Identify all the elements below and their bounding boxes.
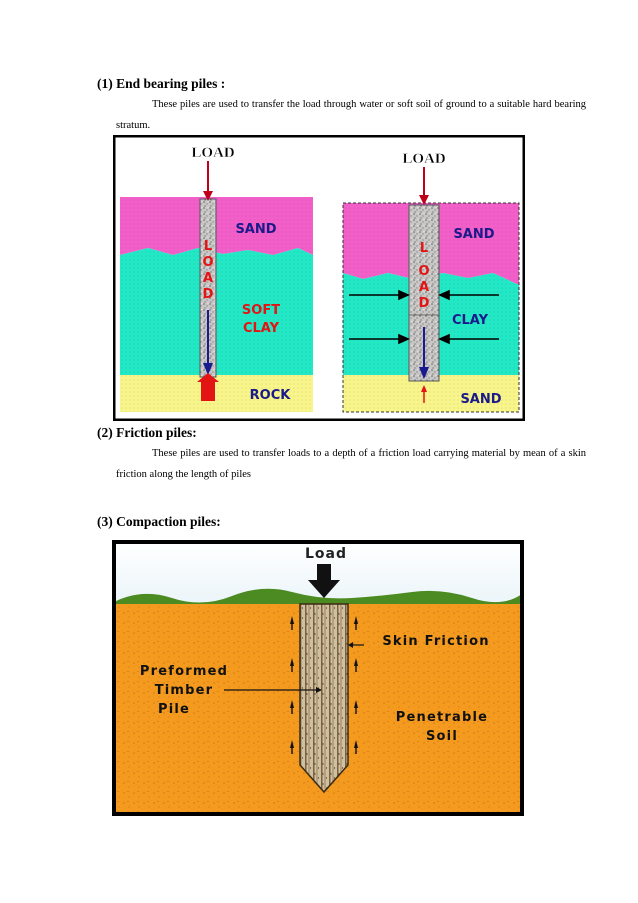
left-pile-letter: L — [204, 239, 212, 254]
section-2-text: These piles are used to transfer loads t… — [116, 448, 586, 480]
pile-label-line: Preformed — [140, 664, 228, 679]
right-sand-bottom-label: SAND — [460, 392, 501, 407]
left-sand-label: SAND — [235, 222, 276, 237]
soil-label-line: Soil — [426, 729, 458, 744]
right-pile-letter: L — [420, 241, 428, 256]
end-bearing-pile-figure: LOAD L O A D SAND SOFT CLAY ROCK LOAD L … — [113, 135, 525, 421]
right-load-label: LOAD — [402, 151, 446, 167]
section-2-heading: (2) Friction piles: — [97, 425, 197, 440]
left-clay-label: CLAY — [243, 321, 280, 336]
right-pile-letter: A — [419, 280, 429, 295]
left-load-label: LOAD — [191, 145, 235, 161]
pile-label-line: Timber — [155, 683, 214, 698]
right-pile-letter: D — [419, 296, 430, 311]
section-3-heading: (3) Compaction piles: — [97, 514, 221, 529]
right-clay-label: CLAY — [452, 313, 489, 328]
section-1-text: These piles are used to transfer the loa… — [116, 99, 586, 131]
compaction-pile-figure: Load Skin Friction Preformed Timber Pile… — [112, 540, 524, 816]
left-pile-letter: O — [202, 255, 213, 270]
skin-friction-label: Skin Friction — [382, 634, 489, 649]
left-rock-label: ROCK — [250, 388, 292, 403]
pile-label-line: Pile — [158, 702, 190, 717]
section-1-heading: (1) End bearing piles : — [97, 76, 226, 91]
timber-pile — [299, 603, 349, 794]
left-pile-letter: A — [203, 271, 213, 286]
load-label: Load — [305, 546, 347, 562]
right-sand-label: SAND — [453, 227, 494, 242]
left-soft-label: SOFT — [242, 303, 280, 318]
left-pile-letter: D — [203, 287, 214, 302]
soil-label-line: Penetrable — [396, 710, 488, 725]
right-pile — [408, 204, 440, 382]
right-pile-letter: O — [418, 264, 429, 279]
